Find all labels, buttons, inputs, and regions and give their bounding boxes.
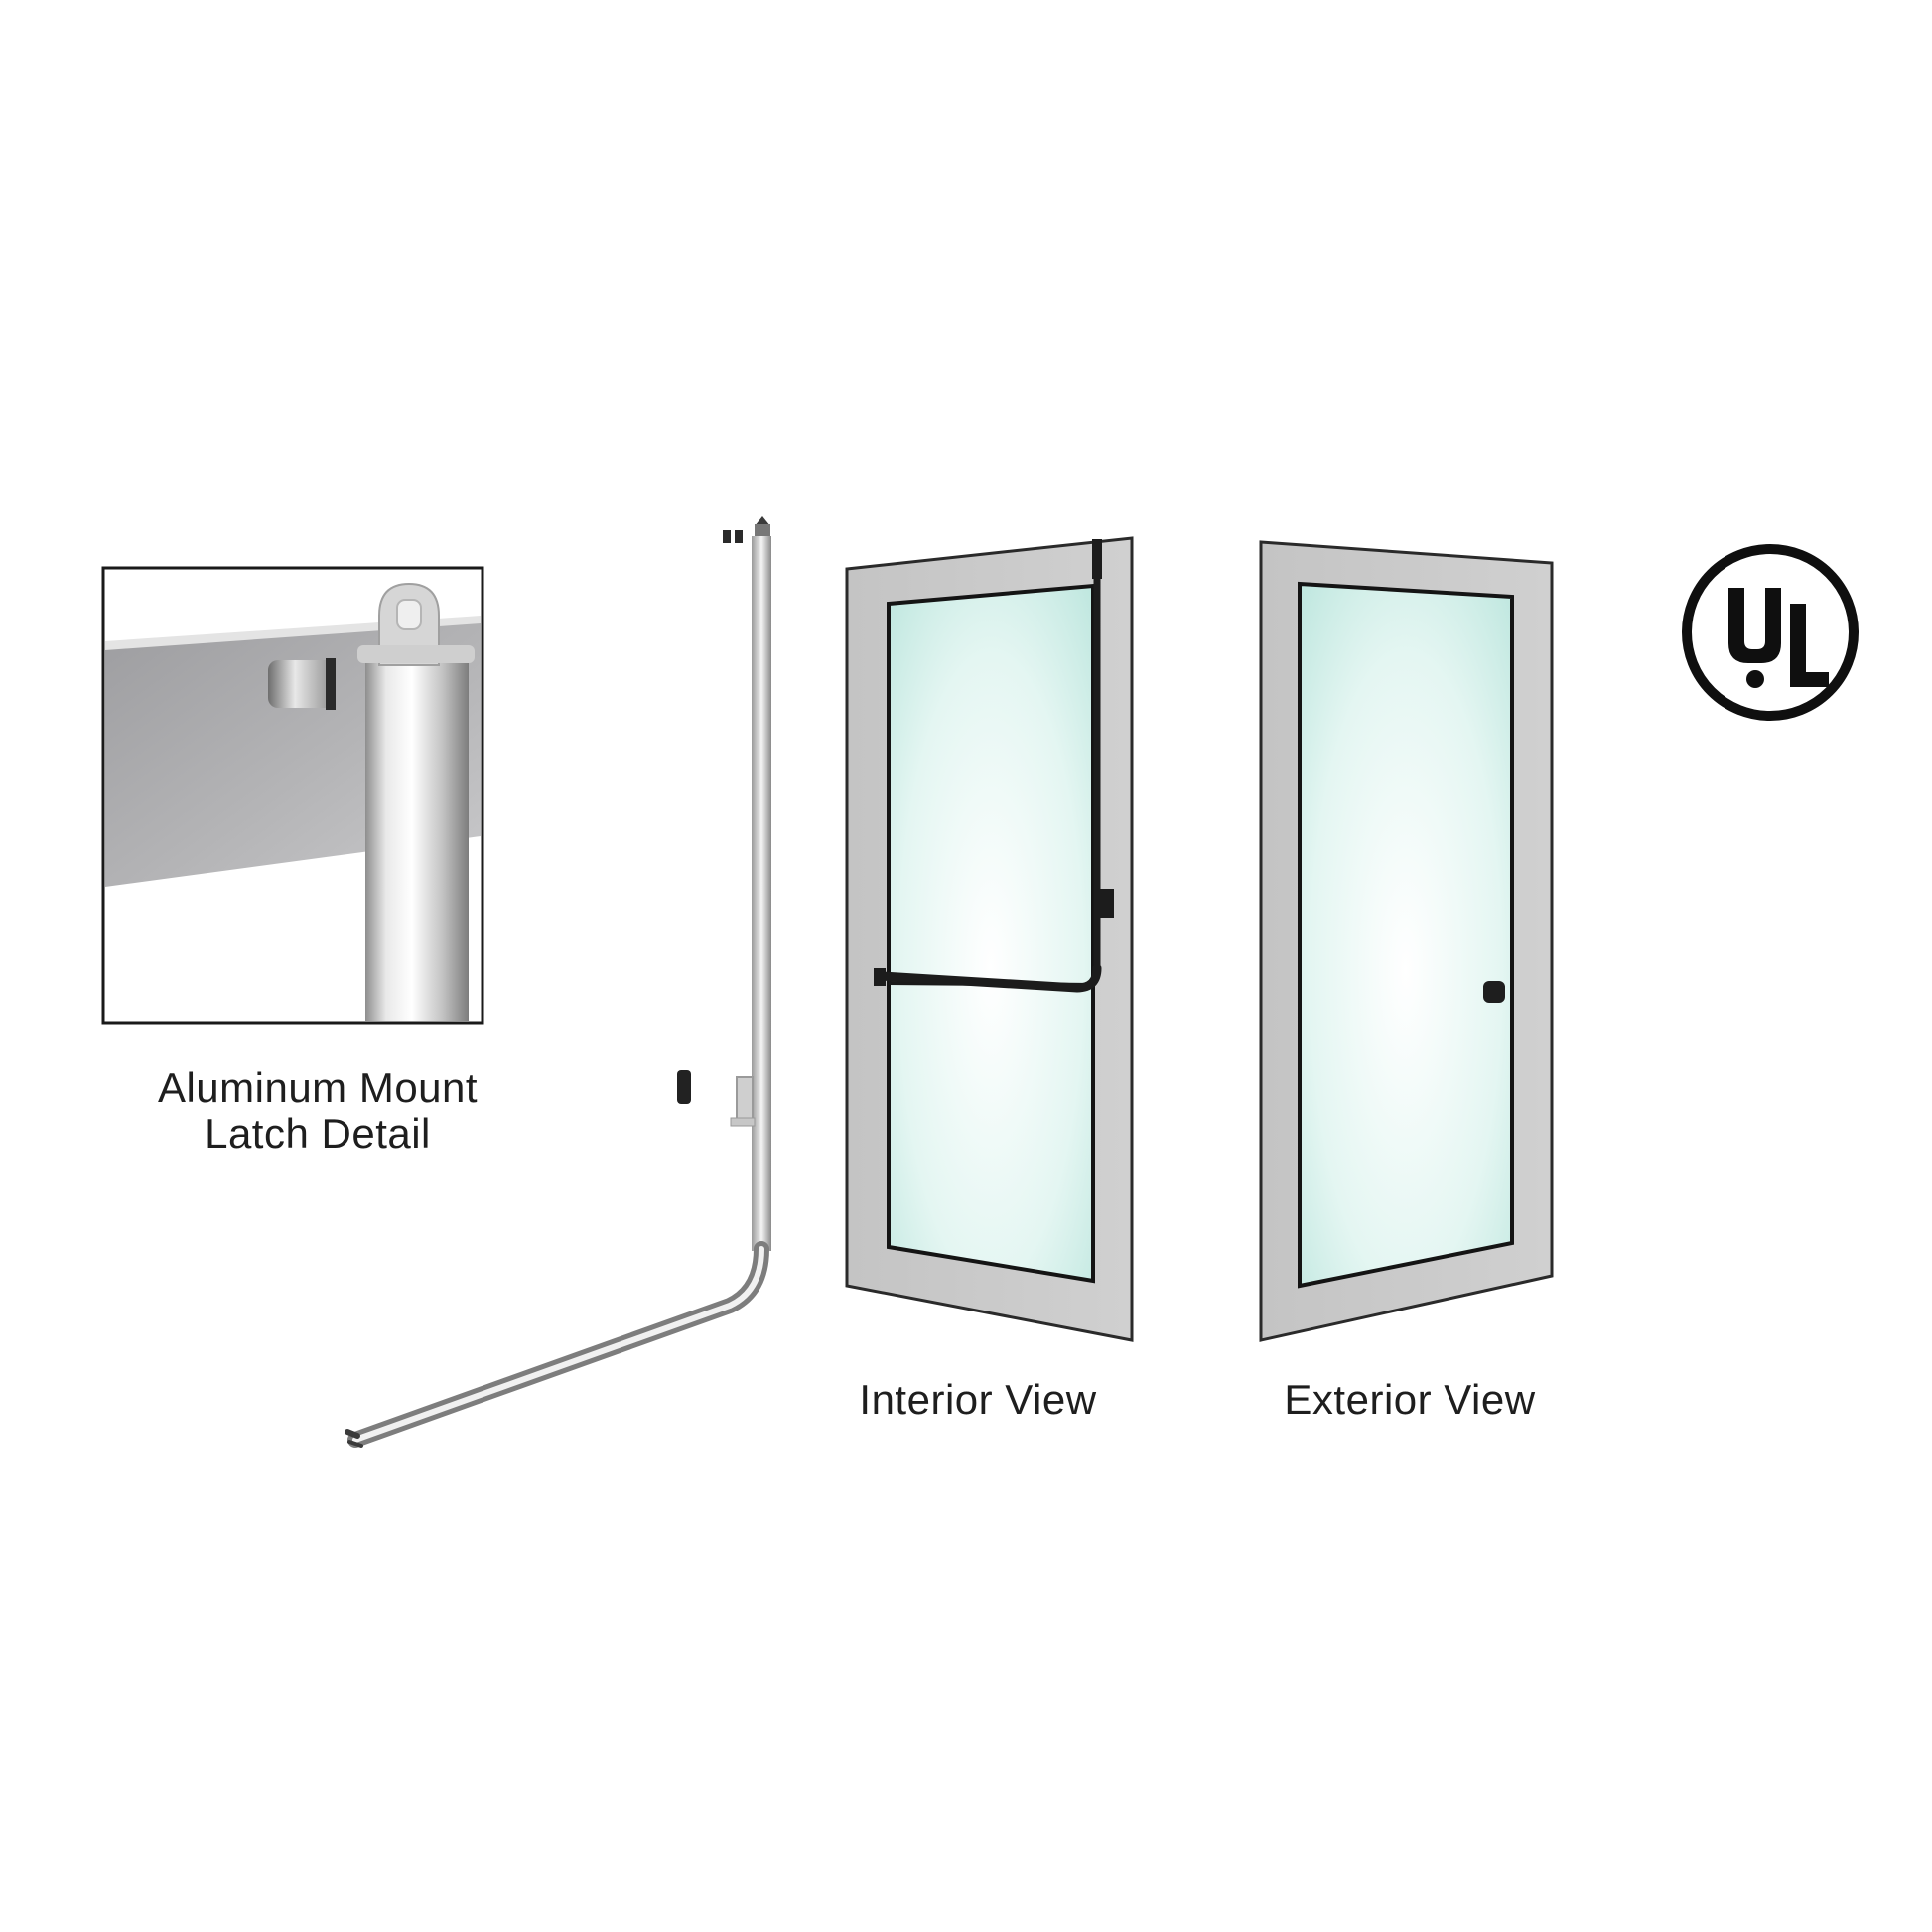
interior-panic-hardware xyxy=(874,539,1114,993)
latch-detail-caption: Aluminum Mount Latch Detail xyxy=(109,1065,526,1157)
latch-stub xyxy=(268,658,336,710)
ul-certification-icon xyxy=(1682,544,1859,721)
panic-bar-icon xyxy=(345,516,771,1448)
vertical-rod-photo xyxy=(357,582,475,1021)
latch-detail-caption-line1: Aluminum Mount xyxy=(157,1064,479,1111)
latch-detail-inset xyxy=(101,566,484,1025)
exterior-key-cylinder xyxy=(1483,981,1505,1003)
exterior-view-caption: Exterior View xyxy=(1284,1376,1536,1423)
latch-detail-caption-line2: Latch Detail xyxy=(205,1110,431,1157)
interior-view-caption: Interior View xyxy=(859,1376,1097,1423)
interior-door xyxy=(845,536,1134,1342)
exterior-door xyxy=(1259,540,1554,1342)
